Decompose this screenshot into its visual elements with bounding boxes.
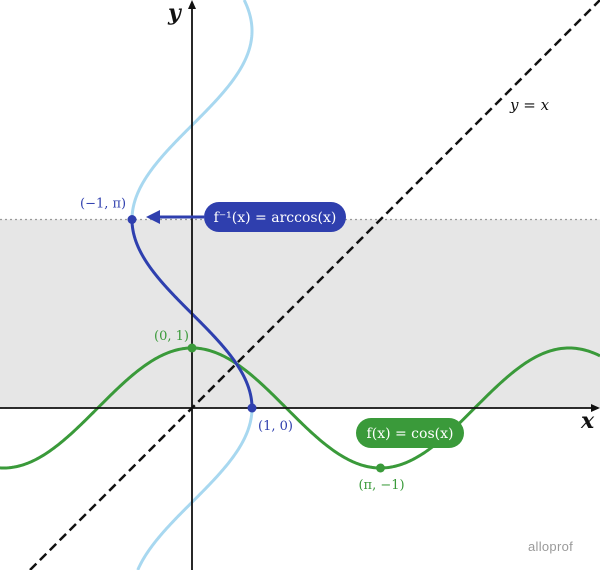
range-band [0,219,600,408]
arccos-badge-label: f⁻¹(x) = arccos(x) [214,210,337,226]
key-point-label: (π, −1) [358,478,404,493]
arrow-left-icon [146,210,160,224]
x-axis-arrow-icon [591,404,600,412]
key-point [375,463,385,473]
key-point-label: (1, 0) [258,419,293,434]
cos-callout: f(x) = cos(x) [356,418,464,448]
key-point [187,343,197,353]
x-axis-label: x [580,408,595,434]
key-point [247,403,257,413]
y-axis-label: y [167,0,183,26]
identity-line-label: y = x [509,96,550,114]
alloprof-logo: alloprof [528,539,573,554]
cos-badge [356,418,464,448]
cos-badge-label: f(x) = cos(x) [367,426,454,442]
key-points: (0, 1) (π, −1) (−1, π) (1, 0) [80,197,405,493]
arccos-callout: f⁻¹(x) = arccos(x) [146,202,346,232]
key-point-label: (−1, π) [80,197,126,212]
key-point [127,215,137,225]
y-axis-arrow-icon [188,0,196,9]
key-point-label: (0, 1) [154,329,189,344]
cos-curve [0,346,600,470]
identity-line [29,0,600,570]
arccos-badge [204,202,346,232]
